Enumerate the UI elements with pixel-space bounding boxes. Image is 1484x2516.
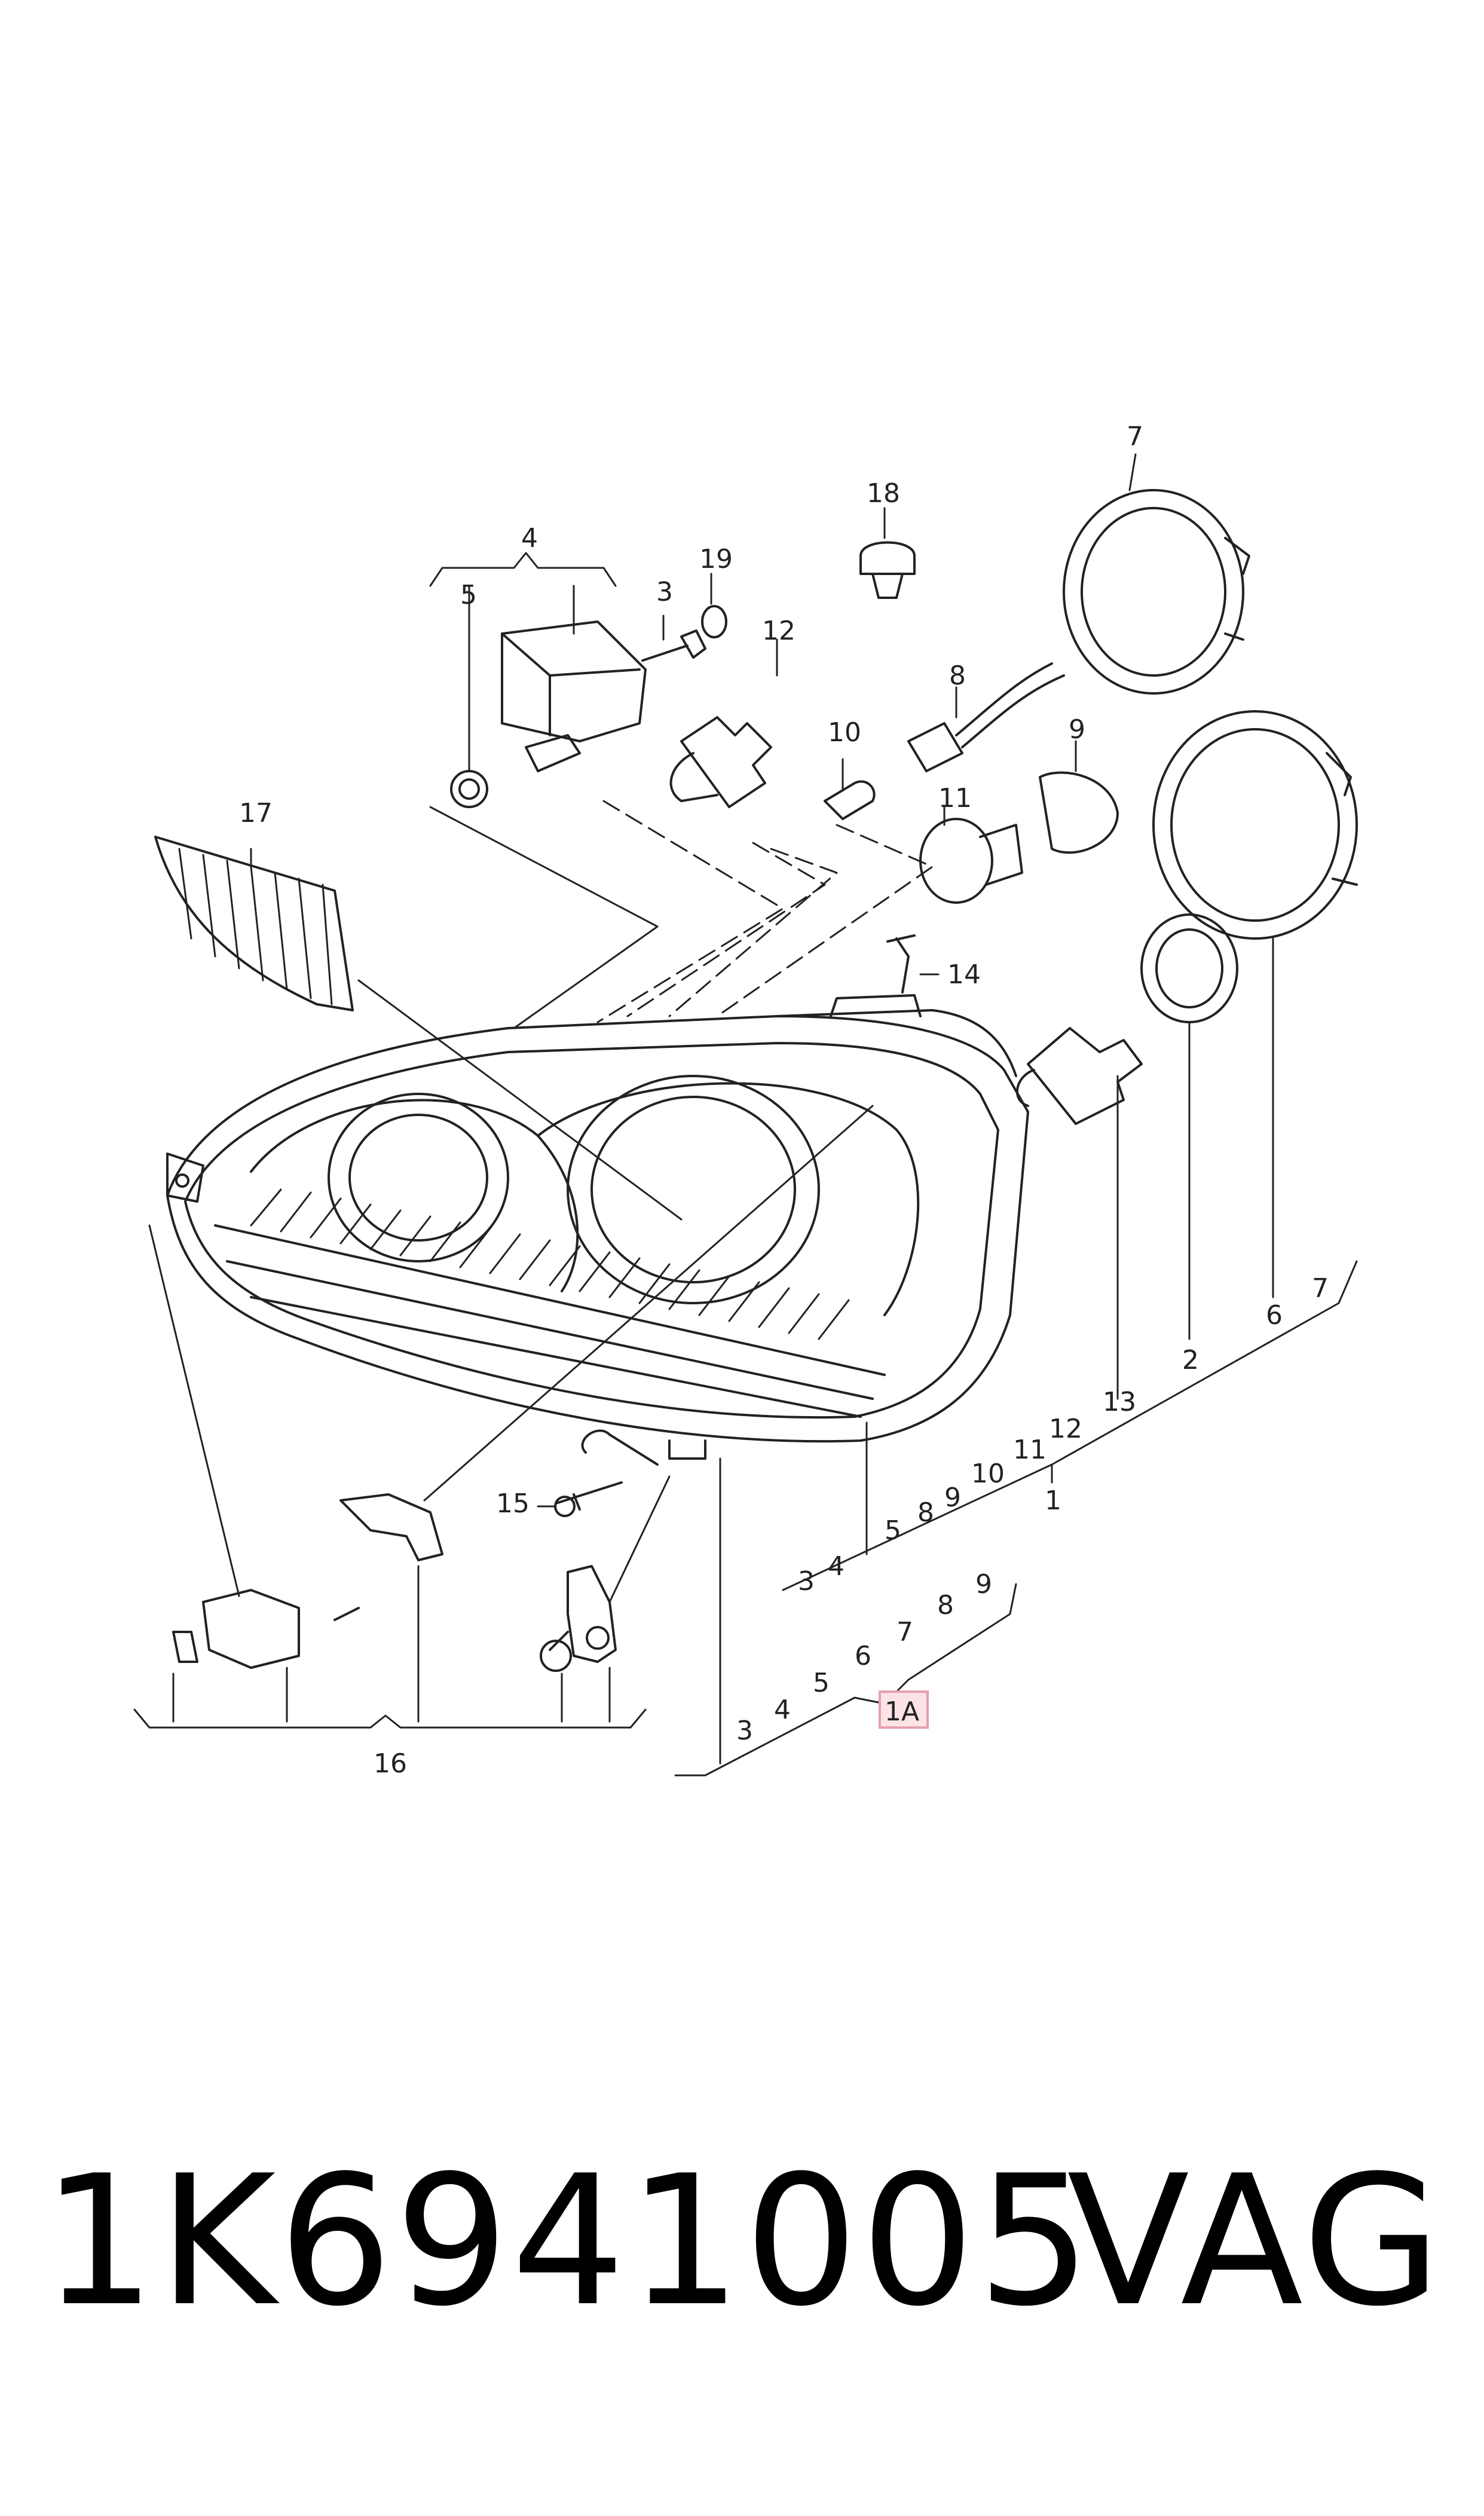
callout-1a: 1A (885, 1696, 919, 1727)
callout-2: 2 (1182, 1345, 1199, 1375)
bracket-1-item: 4 (828, 1551, 844, 1582)
callout-5: 5 (460, 580, 477, 610)
mounting-brackets (172, 1429, 659, 1672)
bracket-1a-item: 8 (937, 1590, 954, 1621)
bracket-1a-item: 7 (896, 1617, 913, 1647)
callout-15: 15 (496, 1488, 530, 1519)
bracket-1a-item: 6 (855, 1641, 871, 1671)
part-number: 1K6941005 (42, 2137, 1094, 2346)
bracket-1-item: 10 (971, 1459, 1005, 1489)
callout-11: 11 (938, 783, 972, 814)
leader-lines (133, 453, 1358, 1777)
callout-labels: 4 5 3 19 12 18 8 10 11 9 7 17 14 15 16 1… (239, 421, 1199, 1779)
bracket-1-item: 8 (917, 1497, 934, 1528)
callout-17: 17 (239, 798, 273, 829)
bracket-1a-item: 4 (774, 1695, 791, 1725)
bracket-1-item: 12 (1049, 1414, 1082, 1444)
callout-12: 12 (762, 616, 795, 646)
cover-cap-6 (1152, 710, 1358, 940)
brand-name: VAG (1067, 2137, 1444, 2346)
seal-ring (450, 770, 488, 808)
bracket-1-items: 3 4 5 8 9 10 11 12 13 2 6 7 (798, 1273, 1329, 1597)
callout-13: 13 (1103, 1387, 1136, 1417)
callout-16: 16 (374, 1748, 407, 1779)
bracket-1-item: 5 (885, 1515, 901, 1546)
leveling-motor (501, 620, 647, 772)
bracket-1-item: 13 (1103, 1387, 1136, 1417)
headlight-exploded-diagram: 4 5 3 19 12 18 8 10 11 9 7 17 14 15 16 1… (133, 421, 1358, 1779)
bracket-1-item: 6 (1266, 1300, 1283, 1331)
callout-9: 9 (1069, 714, 1085, 745)
callout-8: 8 (949, 661, 966, 691)
bracket-1-item: 11 (1013, 1435, 1047, 1465)
headlight-housing (166, 994, 1029, 1460)
bracket-1a-items: 3 4 5 6 7 8 9 (736, 1569, 992, 1746)
bracket-1a-item: 3 (736, 1716, 753, 1746)
cover-cap-7 (1063, 489, 1250, 695)
bracket-1a-item: 5 (813, 1668, 830, 1698)
bracket-1-item: 2 (1182, 1345, 1199, 1375)
callout-4: 4 (521, 523, 538, 554)
callout-10: 10 (828, 717, 861, 748)
callout-7: 7 (1127, 421, 1143, 452)
bracket-1-item: 7 (1312, 1273, 1329, 1304)
callout-1: 1 (1045, 1485, 1061, 1516)
callout-1a-box (879, 1690, 929, 1729)
bracket-1-item: 9 (944, 1482, 961, 1513)
h7-bulb-upper (669, 716, 772, 808)
callout-18: 18 (867, 478, 900, 509)
callout-14: 14 (947, 959, 981, 990)
callout-19: 19 (699, 544, 733, 574)
bracket-1a-item: 9 (975, 1569, 992, 1600)
callout-3: 3 (656, 577, 673, 607)
bracket-1-item: 3 (798, 1566, 815, 1597)
